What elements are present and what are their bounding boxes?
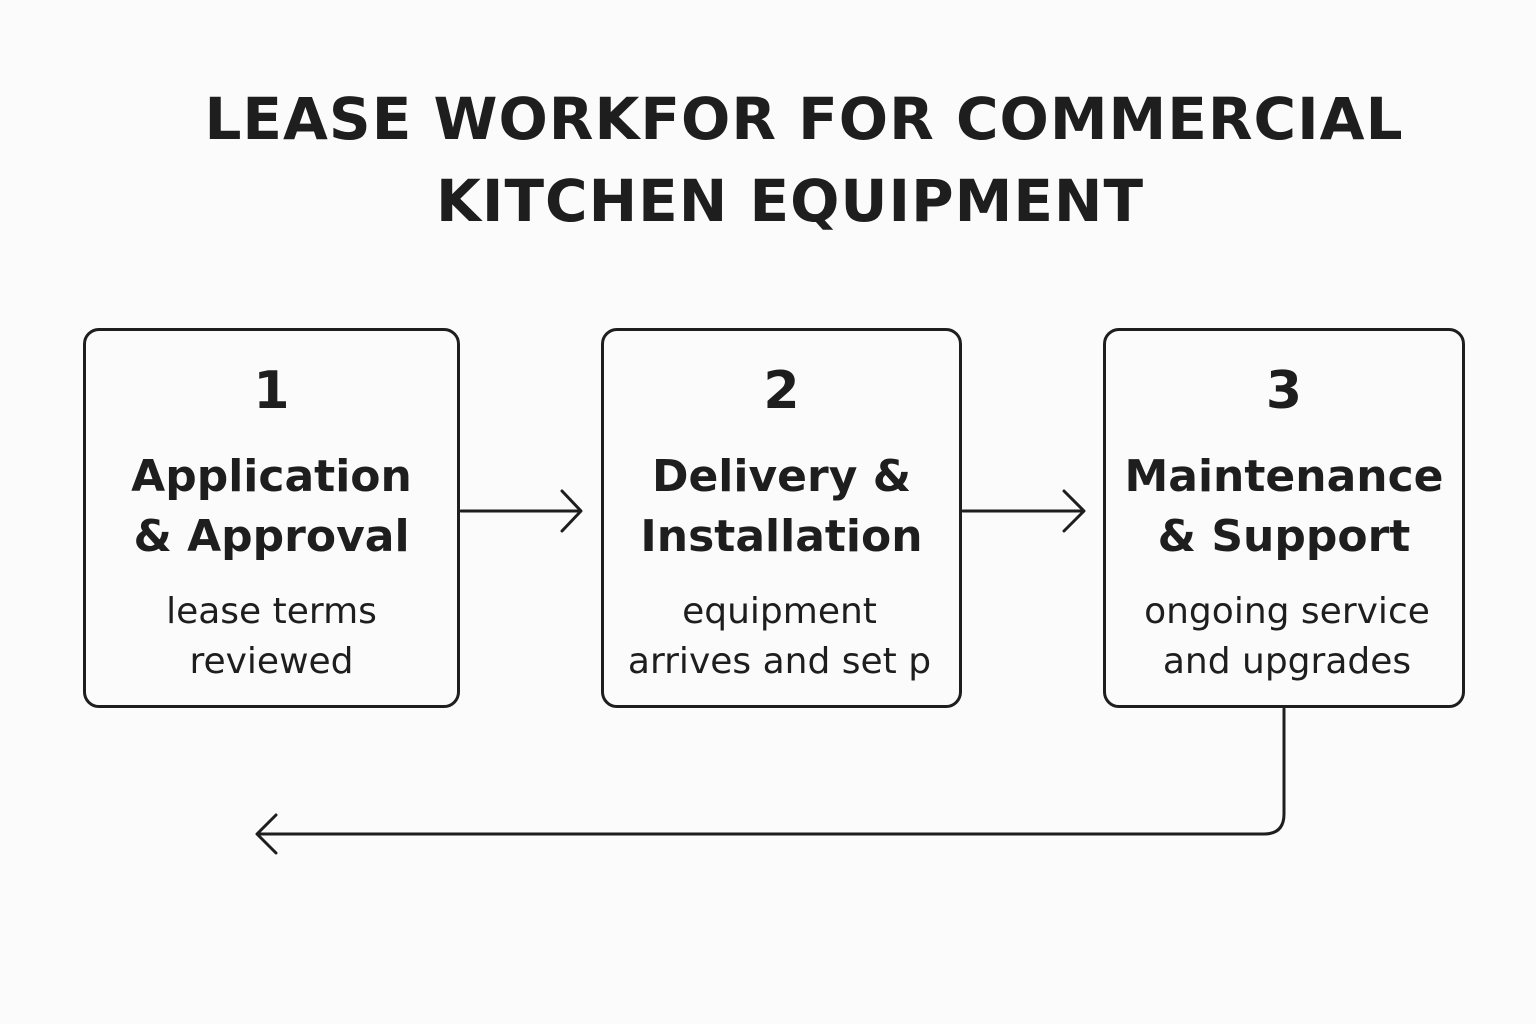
step-title-line: Installation xyxy=(640,511,923,562)
step-description-line: ongoing service xyxy=(1144,591,1430,632)
step-title-line: Delivery & xyxy=(651,451,912,502)
step-description-line: lease terms xyxy=(166,591,377,632)
step-title-line: Application xyxy=(131,451,412,502)
step-box-application-approval: 1 Application & Approval lease terms rev… xyxy=(83,328,460,708)
step-description-line: equipment xyxy=(682,591,877,632)
step-description-line: and upgrades xyxy=(1162,641,1412,682)
step-title-line: & Approval xyxy=(133,511,410,562)
step-title: Application & Approval xyxy=(86,447,457,567)
step-title: Delivery & Installation xyxy=(604,447,959,567)
step-title-line: Maintenance xyxy=(1124,451,1444,502)
step-description: equipment arrives and set p xyxy=(600,587,959,687)
step-title: Maintenance & Support xyxy=(1106,447,1462,567)
arrow-right-icon xyxy=(459,489,583,533)
step-description: ongoing service and upgrades xyxy=(1112,587,1462,687)
step-box-maintenance-support: 3 Maintenance & Support ongoing service … xyxy=(1103,328,1465,708)
arrow-right-icon xyxy=(961,489,1086,533)
step-description-line: arrives and set p xyxy=(627,641,932,682)
diagram-title-line-2: KITCHEN EQUIPMENT xyxy=(435,167,1145,235)
step-box-delivery-installation: 2 Delivery & Installation equipment arri… xyxy=(601,328,962,708)
diagram-title-line-1: LEASE WORKFOR FOR COMMERCIAL xyxy=(204,85,1404,153)
step-title-line: & Support xyxy=(1157,511,1411,562)
step-number: 2 xyxy=(763,361,800,421)
loop-back-arrow-icon xyxy=(255,707,1286,855)
step-number: 3 xyxy=(1265,361,1303,421)
step-description-line: reviewed xyxy=(189,641,354,682)
step-number: 1 xyxy=(253,361,290,421)
step-description: lease terms reviewed xyxy=(86,587,457,687)
